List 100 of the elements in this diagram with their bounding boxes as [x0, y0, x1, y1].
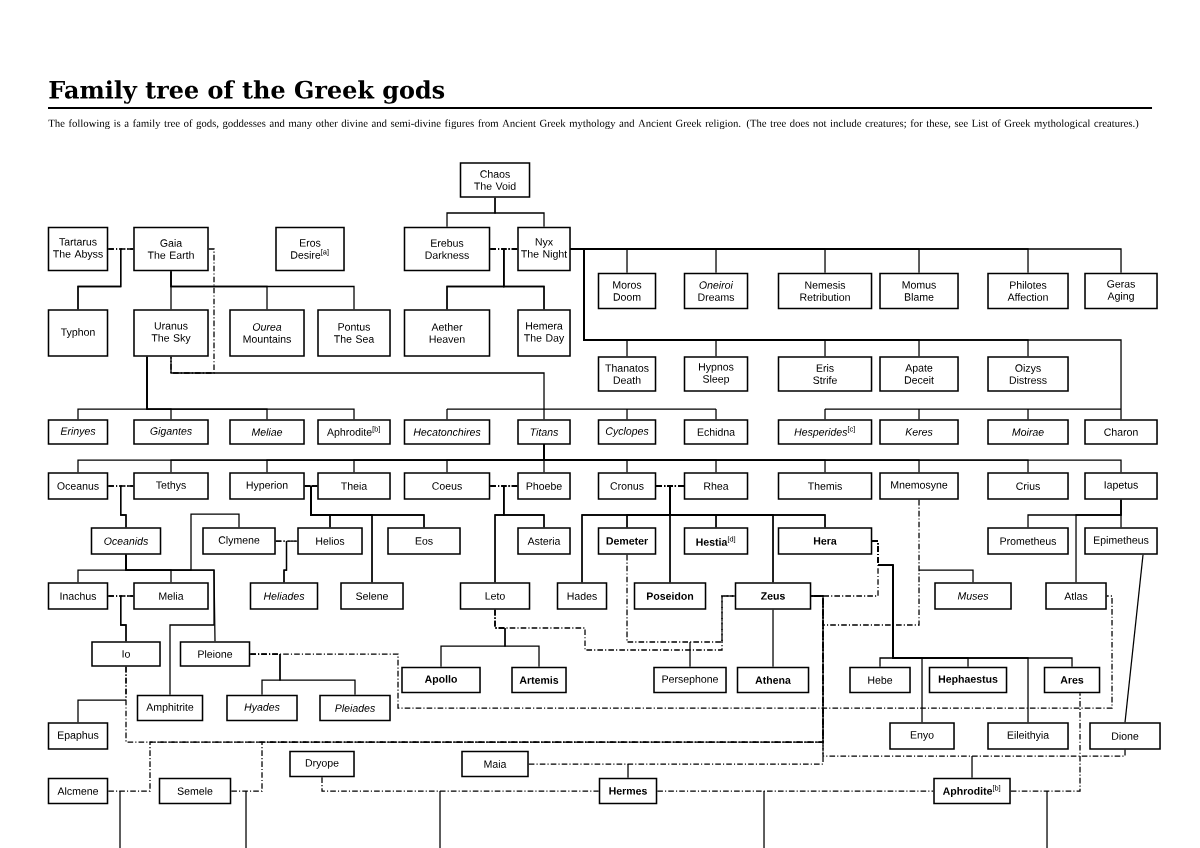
page-title: Family tree of the Greek gods: [49, 80, 445, 104]
family-member-box: Coeus: [403, 472, 491, 500]
family-member-box: Oceanus: [47, 472, 109, 500]
family-member-box: Io: [91, 641, 161, 667]
family-member-box: Athena: [736, 666, 810, 694]
family-member-box: Hestia$^{[d]}$: [683, 527, 749, 555]
family-member-box: Asteria: [517, 527, 571, 555]
family-member-box: Ares: [1043, 666, 1101, 694]
family-member-box: Hyperion: [229, 472, 305, 500]
descent-line: [120, 485, 134, 528]
family-member-box: Erebus Darkness: [403, 226, 491, 272]
family-member-box: Uranus The Sky: [133, 309, 209, 357]
descent-line: [570, 248, 1122, 420]
family-member-box: Erinyes: [47, 419, 109, 445]
family-member-box: Clymene: [202, 527, 276, 555]
family-member-box: Aether Heaven: [403, 309, 491, 357]
family-member-box: Oceanids: [90, 527, 162, 555]
marriage-line: [626, 554, 736, 643]
family-member-box: Moirae: [987, 419, 1069, 445]
family-member-box: Hebe: [849, 666, 911, 694]
marriage-line: [528, 595, 824, 765]
family-member-box: Meliae: [229, 419, 305, 445]
family-member-box: Eileithyia: [987, 722, 1069, 750]
family-member-box: Theia: [317, 472, 391, 500]
descent-line: [77, 248, 134, 310]
family-member-box: Nemesis Retribution: [777, 272, 873, 310]
marriage-line: [1010, 692, 1081, 792]
family-member-box: Echidna: [683, 419, 749, 445]
family-member-box: Semele: [158, 777, 232, 805]
family-member-box: Gigantes: [133, 419, 209, 445]
family-member-box: Moros Doom: [597, 272, 657, 310]
family-member-box: Hypnos Sleep: [683, 356, 749, 392]
family-member-box: Zeus: [734, 582, 812, 610]
family-member-box: Hera: [777, 527, 873, 555]
family-member-box: Apate Deceit: [879, 356, 959, 392]
family-member-box: Leto: [459, 582, 531, 610]
descent-line: [971, 755, 973, 779]
family-member-box: Charon: [1084, 419, 1158, 445]
family-member-box: Hyades: [226, 694, 298, 722]
family-member-box: Demeter: [597, 527, 657, 555]
descent-line: [125, 554, 216, 642]
descent-line: [543, 444, 1122, 473]
family-member-box: Tartarus The Abyss: [47, 226, 109, 272]
family-member-box: Cyclopes: [597, 419, 657, 445]
family-member-box: Thanatos Death: [597, 356, 657, 392]
family-member-box: Helios: [297, 527, 363, 555]
family-member-box: Enyo: [889, 722, 955, 750]
family-member-box: Hermes: [598, 777, 658, 805]
family-member-box: Cronus: [597, 472, 657, 500]
descent-line: [871, 540, 1029, 723]
descent-line: [120, 595, 134, 642]
descent-line: [283, 540, 298, 583]
family-member-box: Momus Blame: [879, 272, 959, 310]
family-member-box: Chaos The Void: [459, 162, 531, 198]
family-member-box: Phoebe: [517, 472, 571, 500]
family-member-box: Aphrodite$^{[b]}$: [317, 419, 391, 445]
family-member-box: Pleione: [179, 641, 251, 667]
family-member-box: Mnemosyne: [879, 472, 959, 500]
descent-line: [146, 356, 355, 420]
family-member-box: Melia: [133, 582, 209, 610]
family-member-box: Prometheus: [987, 527, 1069, 555]
family-member-box: Dryope: [289, 750, 355, 778]
family-member-box: Apollo: [401, 666, 481, 694]
family-member-box: Rhea: [683, 472, 749, 500]
descent-line: [494, 485, 518, 583]
family-member-box: Muses: [934, 582, 1012, 610]
family-member-box: Inachus: [47, 582, 109, 610]
family-member-box: Eros Desire$^{[a]}$: [275, 226, 345, 272]
descent-line: [1120, 499, 1122, 528]
family-member-box: Tethys: [133, 472, 209, 500]
family-member-box: Heliades: [249, 582, 319, 610]
family-member-box: Crius: [987, 472, 1069, 500]
family-member-box: Alcmene: [47, 777, 109, 805]
family-member-box: Amphitrite: [136, 694, 204, 722]
family-member-box: Pleiades: [319, 694, 391, 722]
family-member-box: Keres: [879, 419, 959, 445]
descent-line: [249, 653, 356, 696]
family-member-box: Dione: [1089, 722, 1161, 750]
marriage-line: [107, 595, 824, 792]
descent-line: [494, 609, 540, 668]
family-member-box: Maia: [461, 750, 529, 778]
family-member-box: Hephaestus: [928, 666, 1008, 694]
family-member-box: Hecatonchires: [403, 419, 491, 445]
family-member-box: Geras Aging: [1084, 272, 1158, 310]
family-member-box: Hesperides$^{[c]}$: [777, 419, 873, 445]
family-member-box: Aphrodite$^{[b]}$: [933, 777, 1011, 805]
marriage-line: [321, 776, 600, 792]
family-member-box: Ourea Mountains: [229, 309, 305, 357]
descent-line: [918, 569, 974, 583]
intro-paragraph: The following is a family tree of gods, goddesses and many other divine and semi-divine figures from Ancient Greek mythology and Ancient Greek religion. (The tree does not include creatures; for these, see List of Greek mythological creatures.): [48, 119, 1139, 130]
family-member-box: Hades: [556, 582, 608, 610]
marriage-line: [656, 790, 934, 792]
family-member-box: Gaia The Earth: [133, 226, 209, 272]
family-member-box: Epaphus: [47, 722, 109, 750]
descent-line: [627, 763, 629, 779]
descent-line: [503, 248, 545, 310]
descent-line: [170, 356, 717, 420]
family-member-box: Oizys Distress: [987, 356, 1069, 392]
descent-line: [170, 270, 355, 310]
family-member-box: Selene: [340, 582, 404, 610]
